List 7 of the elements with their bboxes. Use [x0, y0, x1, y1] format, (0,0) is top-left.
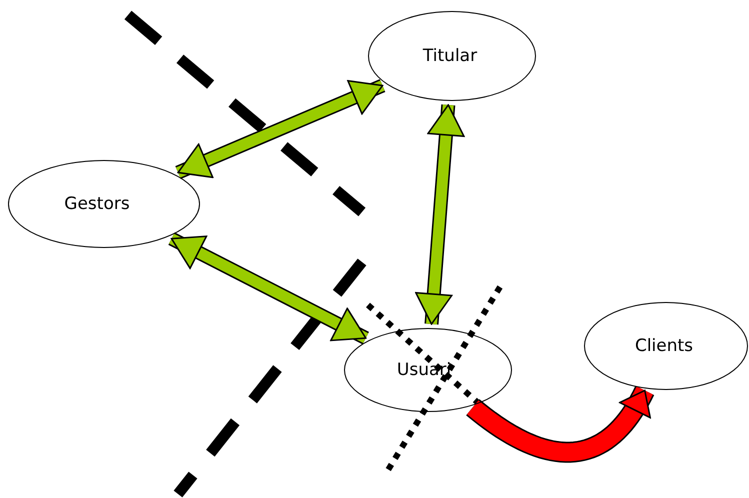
ellipse-node [344, 328, 512, 412]
ellipse-node [368, 11, 536, 101]
node-label: Titular [422, 46, 478, 66]
node-label: Clients [634, 336, 694, 356]
node-label: Gestors [64, 194, 130, 214]
ellipse-node [584, 302, 748, 390]
ellipse-node [8, 160, 200, 248]
